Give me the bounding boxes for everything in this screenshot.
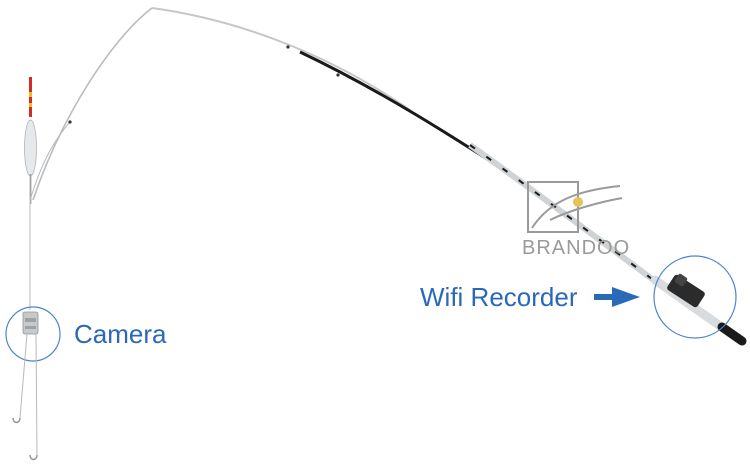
line-to-rod-tip [29, 121, 71, 201]
brand-logo [527, 181, 623, 233]
recorder-callout-circle [653, 255, 737, 339]
rod-upper-section [151, 7, 411, 111]
rod-guide [286, 45, 290, 49]
hook-left-icon [12, 417, 21, 424]
hook-line-left [19, 333, 28, 419]
rod-lower-band [469, 144, 661, 286]
hook-right-icon [29, 454, 38, 461]
hook-line-right [35, 333, 38, 456]
camera-label: Camera [74, 319, 167, 349]
underwater-camera [22, 311, 39, 335]
brand-watermark-text: BRANDOO [522, 237, 631, 259]
wifi-recorder-device [667, 273, 705, 308]
wifi-recorder-label: Wifi Recorder [420, 282, 578, 312]
rod-handle-end [717, 322, 747, 346]
arrow-right-icon [594, 287, 640, 307]
rod-guide [68, 120, 72, 124]
rod-tip [32, 7, 153, 201]
camera-callout-circle [5, 306, 61, 362]
fishing-float [24, 77, 37, 204]
rod-guide [336, 73, 340, 77]
